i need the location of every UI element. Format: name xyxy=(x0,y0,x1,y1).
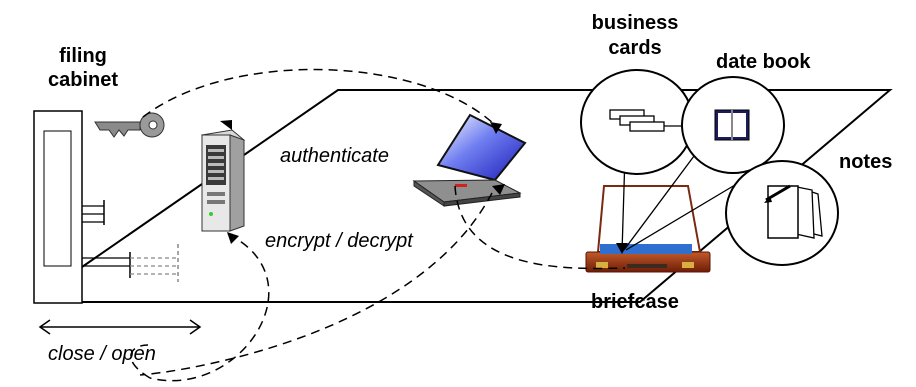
briefcase-icon xyxy=(585,185,711,273)
authenticate-label: authenticate xyxy=(280,145,389,167)
encrypt-decrypt-label: encrypt / decrypt xyxy=(265,230,413,252)
laptop-icon xyxy=(412,113,527,207)
server-icon xyxy=(200,129,246,232)
notes-icon xyxy=(725,160,839,266)
notes-label: notes xyxy=(839,151,893,173)
key-icon xyxy=(94,112,165,138)
close-open-arrow xyxy=(38,319,202,335)
flow-arrowheads xyxy=(220,120,505,244)
desk-plane xyxy=(81,89,893,303)
filing-cabinet-icon xyxy=(33,110,179,304)
close-open-label: close / open xyxy=(48,343,156,365)
filing-cabinet-label-line2: cabinet xyxy=(48,69,119,91)
business-cards-label-line1: business xyxy=(591,12,679,34)
date-book-label: date book xyxy=(716,51,811,73)
business-cards-icon xyxy=(580,69,694,175)
business-cards-label: business cards xyxy=(585,11,685,61)
date-book-icon xyxy=(681,76,785,174)
dashed-flow-curves xyxy=(130,68,626,382)
filing-cabinet-label-line1: filing xyxy=(59,45,107,67)
briefcase-label: briefcase xyxy=(591,291,679,313)
filing-cabinet-label: filing cabinet xyxy=(48,44,118,92)
business-cards-label-line2: cards xyxy=(608,37,662,59)
arrowhead xyxy=(616,243,628,254)
